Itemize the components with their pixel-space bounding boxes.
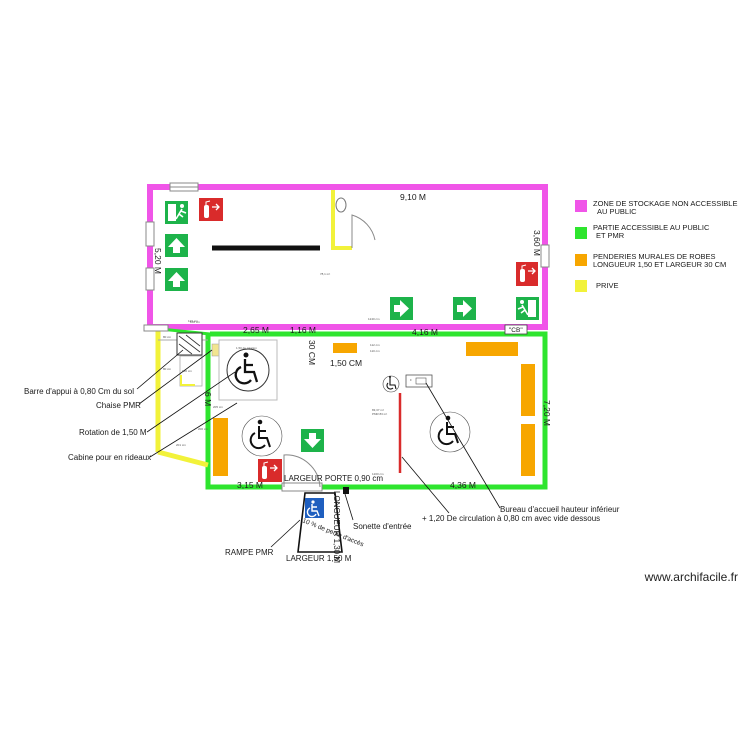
annotation-bureau: à 0,80 cm avec vide dessous [497,514,600,523]
annotation-longueur-rampe: LONGUEUR 1,30 M [332,491,341,563]
pmr-ramp: 10 % de pente d'accès [297,487,365,553]
public-wall [205,331,548,490]
wardrobe [466,342,518,356]
dim-left-upper: 5,20 M [153,248,163,274]
dim-label: 1200 cm [372,472,384,476]
area-label: 78,1 m² [320,272,330,276]
private-wall [157,449,209,468]
dim-label: 1240 cm [368,317,380,321]
legend-label: PARTIE ACCESSIBLE AU PUBLIC [593,223,710,232]
window [145,267,155,291]
legend-swatch-private [575,280,587,292]
dim-30cm: 30 CM [307,340,317,365]
annotation-bureau: Bureau d'accueil hauteur inférieur [500,505,620,514]
dim-mid: 2,65 M [243,325,269,335]
annotation-largeur-rampe: LARGEUR 1,50 M [286,554,352,563]
window [540,244,550,268]
arrow-up-icon [165,268,188,291]
legend-label: AU PUBLIC [597,207,637,216]
fire-extinguisher-icon [516,262,538,286]
arrow-right-icon [390,297,413,320]
dim-label: 100 cm [182,369,192,373]
arrow-up-icon [165,234,188,257]
fire-extinguisher-icon [199,198,223,221]
legend-swatch-wardrobe [575,254,587,266]
dim-label: 80 cm [163,367,172,371]
emergency-exit-icon [165,201,188,224]
toilet-icon [335,197,347,213]
annotations: Barre d'appui à 0,80 Cm du sol Chaise PM… [24,349,620,563]
dim-label: 200 cm [198,427,208,431]
legend-label: LONGUEUR 1,50 ET LARGEUR 30 CM [593,260,726,269]
door-swing [283,454,321,488]
door-swing [351,214,376,248]
annotation-barre: Barre d'appui à 0,80 Cm du sol [24,387,134,396]
legend-label: PRIVE [596,281,619,290]
legend-label: ET PMR [596,231,625,240]
annotation-sonette: Sonette d'entrée [353,522,412,531]
dim-label: 205 cm [213,405,223,409]
cb-label: "CB" [509,327,523,334]
dim-label: 110 cm [370,349,380,353]
wheelchair-icon [382,375,400,393]
dim-150cm: 1,50 CM [330,358,362,368]
doorbell [343,487,349,494]
legend-label: ZONE DE STOCKAGE NON ACCESSIBLE [593,199,737,208]
annotation-largeur-porte: LARGEUR PORTE 0,90 cm [284,474,383,483]
site-credit: www.archifacile.fr [644,570,738,584]
annotation-circulation: + 1,20 De circulation [422,514,495,523]
legend: ZONE DE STOCKAGE NON ACCESSIBLE AU PUBLI… [575,199,737,292]
dim-bottom: 4,36 M [450,480,476,490]
dim-top: 9,10 M [400,192,426,202]
dim-label: 201 cm [176,443,186,447]
arrow-right-icon [453,297,476,320]
dim-label: 112 cm [370,343,380,347]
rotation-note: 1,50 de rotation [236,346,257,350]
dim-label: 100 cm [190,320,200,324]
reception-desk [415,377,427,385]
svg-text:F: F [410,378,412,382]
upper-signs [165,198,539,320]
wheelchair-icon [305,498,324,518]
dim-mid: 4,16 M [412,327,438,337]
dim-label: 80 cm [163,335,172,339]
window [145,221,155,247]
area-sub: PMR 83 m² [372,412,387,416]
dim-right-lower: 7,20 M [542,400,552,426]
emergency-exit-icon [516,297,539,320]
wardrobe [213,418,228,476]
legend-swatch-public [575,227,587,239]
lower-signs [258,429,324,482]
arrow-down-icon [301,429,324,452]
wheelchair-icon [241,415,283,457]
area-label: 83,37 m² [372,408,384,412]
annotation-chaise: Chaise PMR [96,401,141,410]
window [143,324,169,332]
dim-mid: 1,16 M [290,325,316,335]
entrance-door [281,482,323,492]
dimensions: 9,10 M 3,60 M 5,20 M 2,65 M 1,16 M 4,16 … [153,192,552,490]
legend-label: PENDERIES MURALES DE ROBES [593,252,716,261]
wheelchair-icon [226,348,270,392]
wardrobe [333,343,357,353]
dim-bottom: 3,15 M [237,480,263,490]
fire-extinguisher-icon [258,459,282,482]
storage-room: 78,1 m² 1240 cm 120 cm [145,182,550,330]
dim-right-upper: 3,60 M [532,230,542,256]
cb-box [504,324,528,335]
public-room: "CB" F 83,37 m² PMR 83 m² 1200 cm 112 cm… [205,324,548,492]
annotation-rotation: Rotation de 1,50 M [79,428,147,437]
annotation-rampe: RAMPE PMR [225,548,274,557]
dim-left-lower: 6 M [203,392,213,406]
wardrobe [521,364,535,416]
dim-label: 120 cm [188,319,198,323]
wheelchair-icon [429,411,471,453]
annotation-cabine: Cabine pour en rideaux [68,453,151,462]
legend-swatch-storage [575,200,587,212]
fitting-area: 100 cm 80 cm 80 cm 100 cm 201 cm 200 cm … [143,320,278,468]
wardrobe [521,424,535,476]
